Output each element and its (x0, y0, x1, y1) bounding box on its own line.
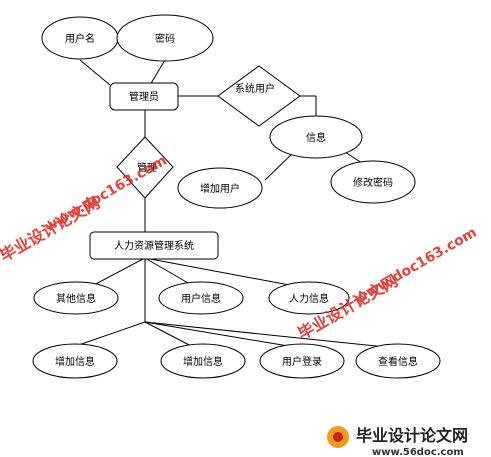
relationship-system-user: 系统用户 (217, 65, 301, 127)
entity-view-info: 查看信息 (355, 343, 441, 379)
label-user-login: 用户登录 (282, 355, 322, 368)
entity-admin: 管理员 (109, 82, 179, 111)
footer-logo: 毕业设计论文网 www.56doc.com (327, 426, 468, 457)
entity-add-user: 增加用户 (177, 167, 263, 209)
entity-change-password: 修改密码 (330, 160, 416, 204)
label-add-info-1: 增加信息 (55, 355, 95, 368)
entity-other-info: 其他信息 (33, 281, 119, 315)
label-info: 信息 (306, 131, 326, 144)
label-user-info: 用户信息 (181, 292, 221, 305)
watermark-site-url-right: www.doc163.com (352, 224, 480, 307)
entity-personnel-info: 人力信息 (268, 281, 350, 315)
label-manage: 管理 (137, 161, 157, 174)
label-other-info: 其他信息 (56, 292, 96, 305)
label-view-info: 查看信息 (378, 355, 418, 368)
label-change-password: 修改密码 (353, 176, 393, 189)
footer-site-text: 毕业设计论文网 (356, 426, 468, 445)
entity-password: 密码 (116, 14, 214, 62)
label-hr-system: 人力资源管理系统 (114, 239, 194, 252)
entity-username: 用户名 (41, 16, 119, 60)
entity-hr-system: 人力资源管理系统 (89, 231, 219, 260)
entity-add-info-2: 增加信息 (160, 343, 246, 379)
footer-site-url: www.56doc.com (372, 447, 464, 457)
label-add-user: 增加用户 (200, 182, 240, 195)
label-admin: 管理员 (129, 90, 159, 103)
label-add-info-2: 增加信息 (183, 355, 223, 368)
label-system-user: 系统用户 (235, 82, 275, 95)
connector-lines (69, 59, 396, 349)
entity-user-login: 用户登录 (259, 343, 345, 379)
relationship-manage: 管理 (116, 136, 174, 199)
entity-info: 信息 (269, 115, 363, 159)
label-username: 用户名 (65, 32, 95, 45)
entity-add-info-1: 增加信息 (32, 343, 118, 379)
entity-user-info: 用户信息 (158, 281, 244, 315)
label-password: 密码 (155, 32, 175, 45)
watermark-site-url-left: www.doc163.com (42, 152, 170, 235)
label-personnel-info: 人力信息 (289, 292, 329, 305)
